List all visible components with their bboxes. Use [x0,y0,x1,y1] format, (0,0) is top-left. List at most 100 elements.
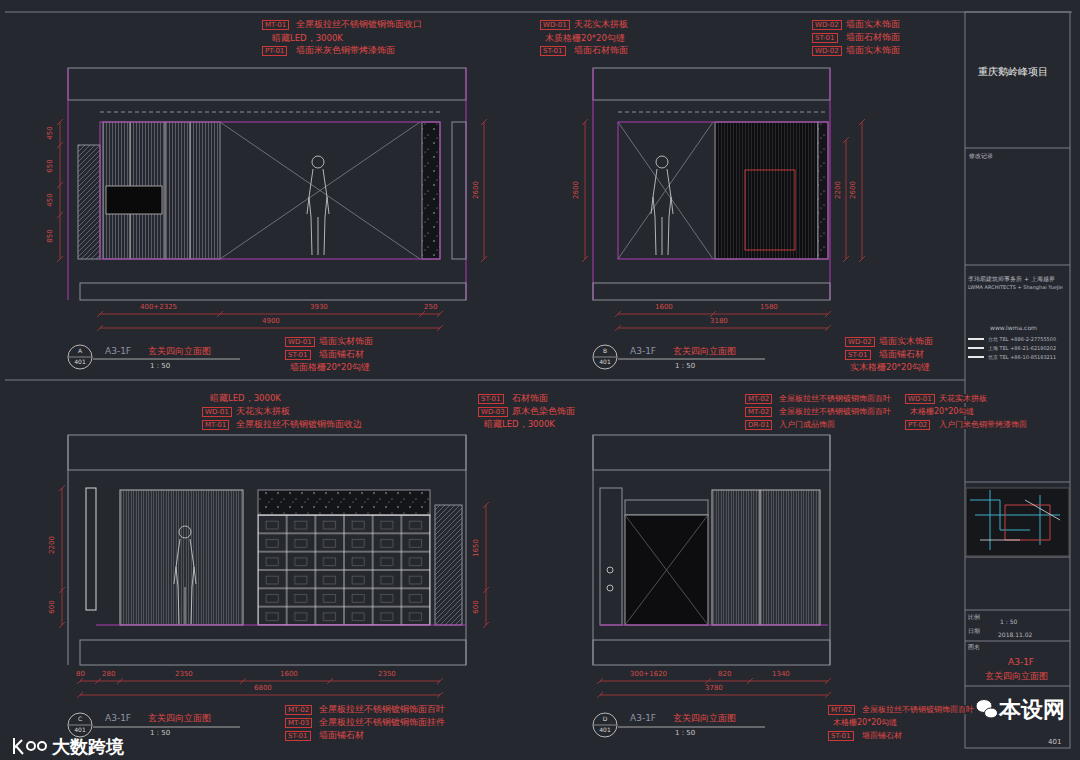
dimension-lines [80,681,440,682]
material-note: 暗藏LED，3000K [484,420,555,430]
title-block-logo [968,347,984,349]
elevation-d [607,567,613,573]
dimension: 6800 [254,684,272,692]
dimension: 3780 [705,684,723,692]
elevation-c [179,526,191,538]
drawing-title: 玄关四向立面图 [673,713,736,723]
dimension: 600 [472,600,480,613]
material-code: MT-01 [202,420,229,430]
elevation-a [220,122,420,259]
marker-text: B [603,348,607,355]
drawing-number: A3-1F [630,346,656,356]
dimension-lines [846,140,847,259]
elevation-b [618,122,828,259]
dimension-lines [62,488,63,625]
dimension-lines [486,505,487,625]
material-note: 全屋板拉丝不锈钢镀铜饰面挂件 [319,718,445,728]
marker-circle [68,713,92,737]
title-block-text: 图名 [968,644,980,651]
material-note: 墙面铺石材 [879,350,924,360]
material-code: WD-01 [905,394,935,404]
title-block-logo [968,338,984,358]
scale-note: 1 : 50 [675,362,695,370]
elevation-d [593,435,830,665]
title-block-text: 日期 [968,628,980,635]
elevation-c [258,515,430,625]
project-name: 重庆鹅岭峰项目 [978,66,1048,78]
marker-divider [69,725,91,726]
material-note: 木质格栅20*20勾缝 [545,34,625,44]
sheet-frame [965,557,1070,558]
sheet-frame [965,148,1070,149]
dimension-lines [483,502,489,628]
elevation-a [452,122,466,259]
material-code: ST-01 [478,394,504,404]
title-block-text: 北京 TEL +86-10-85183211 [988,355,1056,361]
dimension-lines [615,325,831,331]
material-note: 墙面铺石材 [862,731,902,740]
elevation-b [618,122,713,259]
material-note: 墙面格栅20*20勾缝 [290,363,370,373]
elevation-c [86,488,96,610]
marker-circle [593,345,617,369]
material-code: MT-01 [262,20,289,30]
scale-note: 1 : 50 [150,362,170,370]
material-code: MT-02 [285,705,312,715]
material-code: DR-01 [745,420,772,430]
title-block-text: 1 : 50 [1000,619,1017,626]
title-leader-lines [93,359,765,727]
sheet-frame [965,641,1070,642]
elevation-a [68,68,466,100]
material-note: 全屋板拉丝不锈钢镀铜饰面百叶 [862,705,974,714]
sheet-frame [965,482,1070,483]
material-note: 全屋板拉丝不锈钢镀铜饰面百叶 [779,407,891,416]
elevation-b [593,68,830,300]
title-block-text: 修改记录 [969,153,993,160]
dimension-lines [77,692,443,698]
section-marker: D401 [592,712,618,738]
marker-circle [68,345,92,369]
elevation-d [625,515,708,625]
dimension: 2350 [378,670,396,678]
marker-text: 401 [74,359,85,366]
material-note: 暗藏LED，3000K [210,394,281,404]
material-code: MT-02 [828,705,855,715]
elevation-c [466,435,467,665]
elevation-b [715,122,818,259]
material-note: 全屋板拉丝不锈钢镀铜饰面百叶 [319,705,445,715]
dimension: 1600 [655,303,673,311]
wechat-watermark-icon [985,708,998,718]
dimension: 1650 [472,539,480,557]
title-block-text: 李玮珉建筑师事务所 + 上海越界 [968,276,1055,283]
dimension-lines [60,122,61,259]
key-plan-thumbnail [966,488,1069,556]
elevation-a [80,283,466,300]
marker-text: C [78,716,82,723]
material-note: 实木格栅20*20勾缝 [850,363,930,373]
section-marker: B401 [592,344,618,370]
material-note: 木格栅20*20勾缝 [833,718,897,727]
elevation-d [593,435,830,470]
watermark-logo [14,738,23,754]
elevation-a [165,122,166,259]
elevation-c [174,526,196,624]
material-code: MT-03 [285,718,312,728]
title-leader-lines [93,727,240,728]
elevation-a [312,156,324,168]
elevation-a [68,68,69,300]
elevation-d [600,488,622,625]
material-code: ST-01 [845,350,871,360]
elevation-a [190,122,191,259]
key-plan-thumbnail [966,488,1069,556]
material-note: 暗藏LED，3000K [272,34,343,44]
dimension-lines [80,695,440,696]
material-note: 墙面铺石材 [319,350,364,360]
title-leader-lines [93,359,240,360]
title-leader-lines [618,727,765,728]
dimension-lines [57,119,63,262]
material-note: 墙面米灰色铜带烤漆饰面 [296,46,395,56]
elevation-d [600,625,828,626]
sheet-frame [965,265,1070,266]
dimension-lines [582,119,588,262]
drawing-title: 玄关四向立面图 [673,346,736,356]
